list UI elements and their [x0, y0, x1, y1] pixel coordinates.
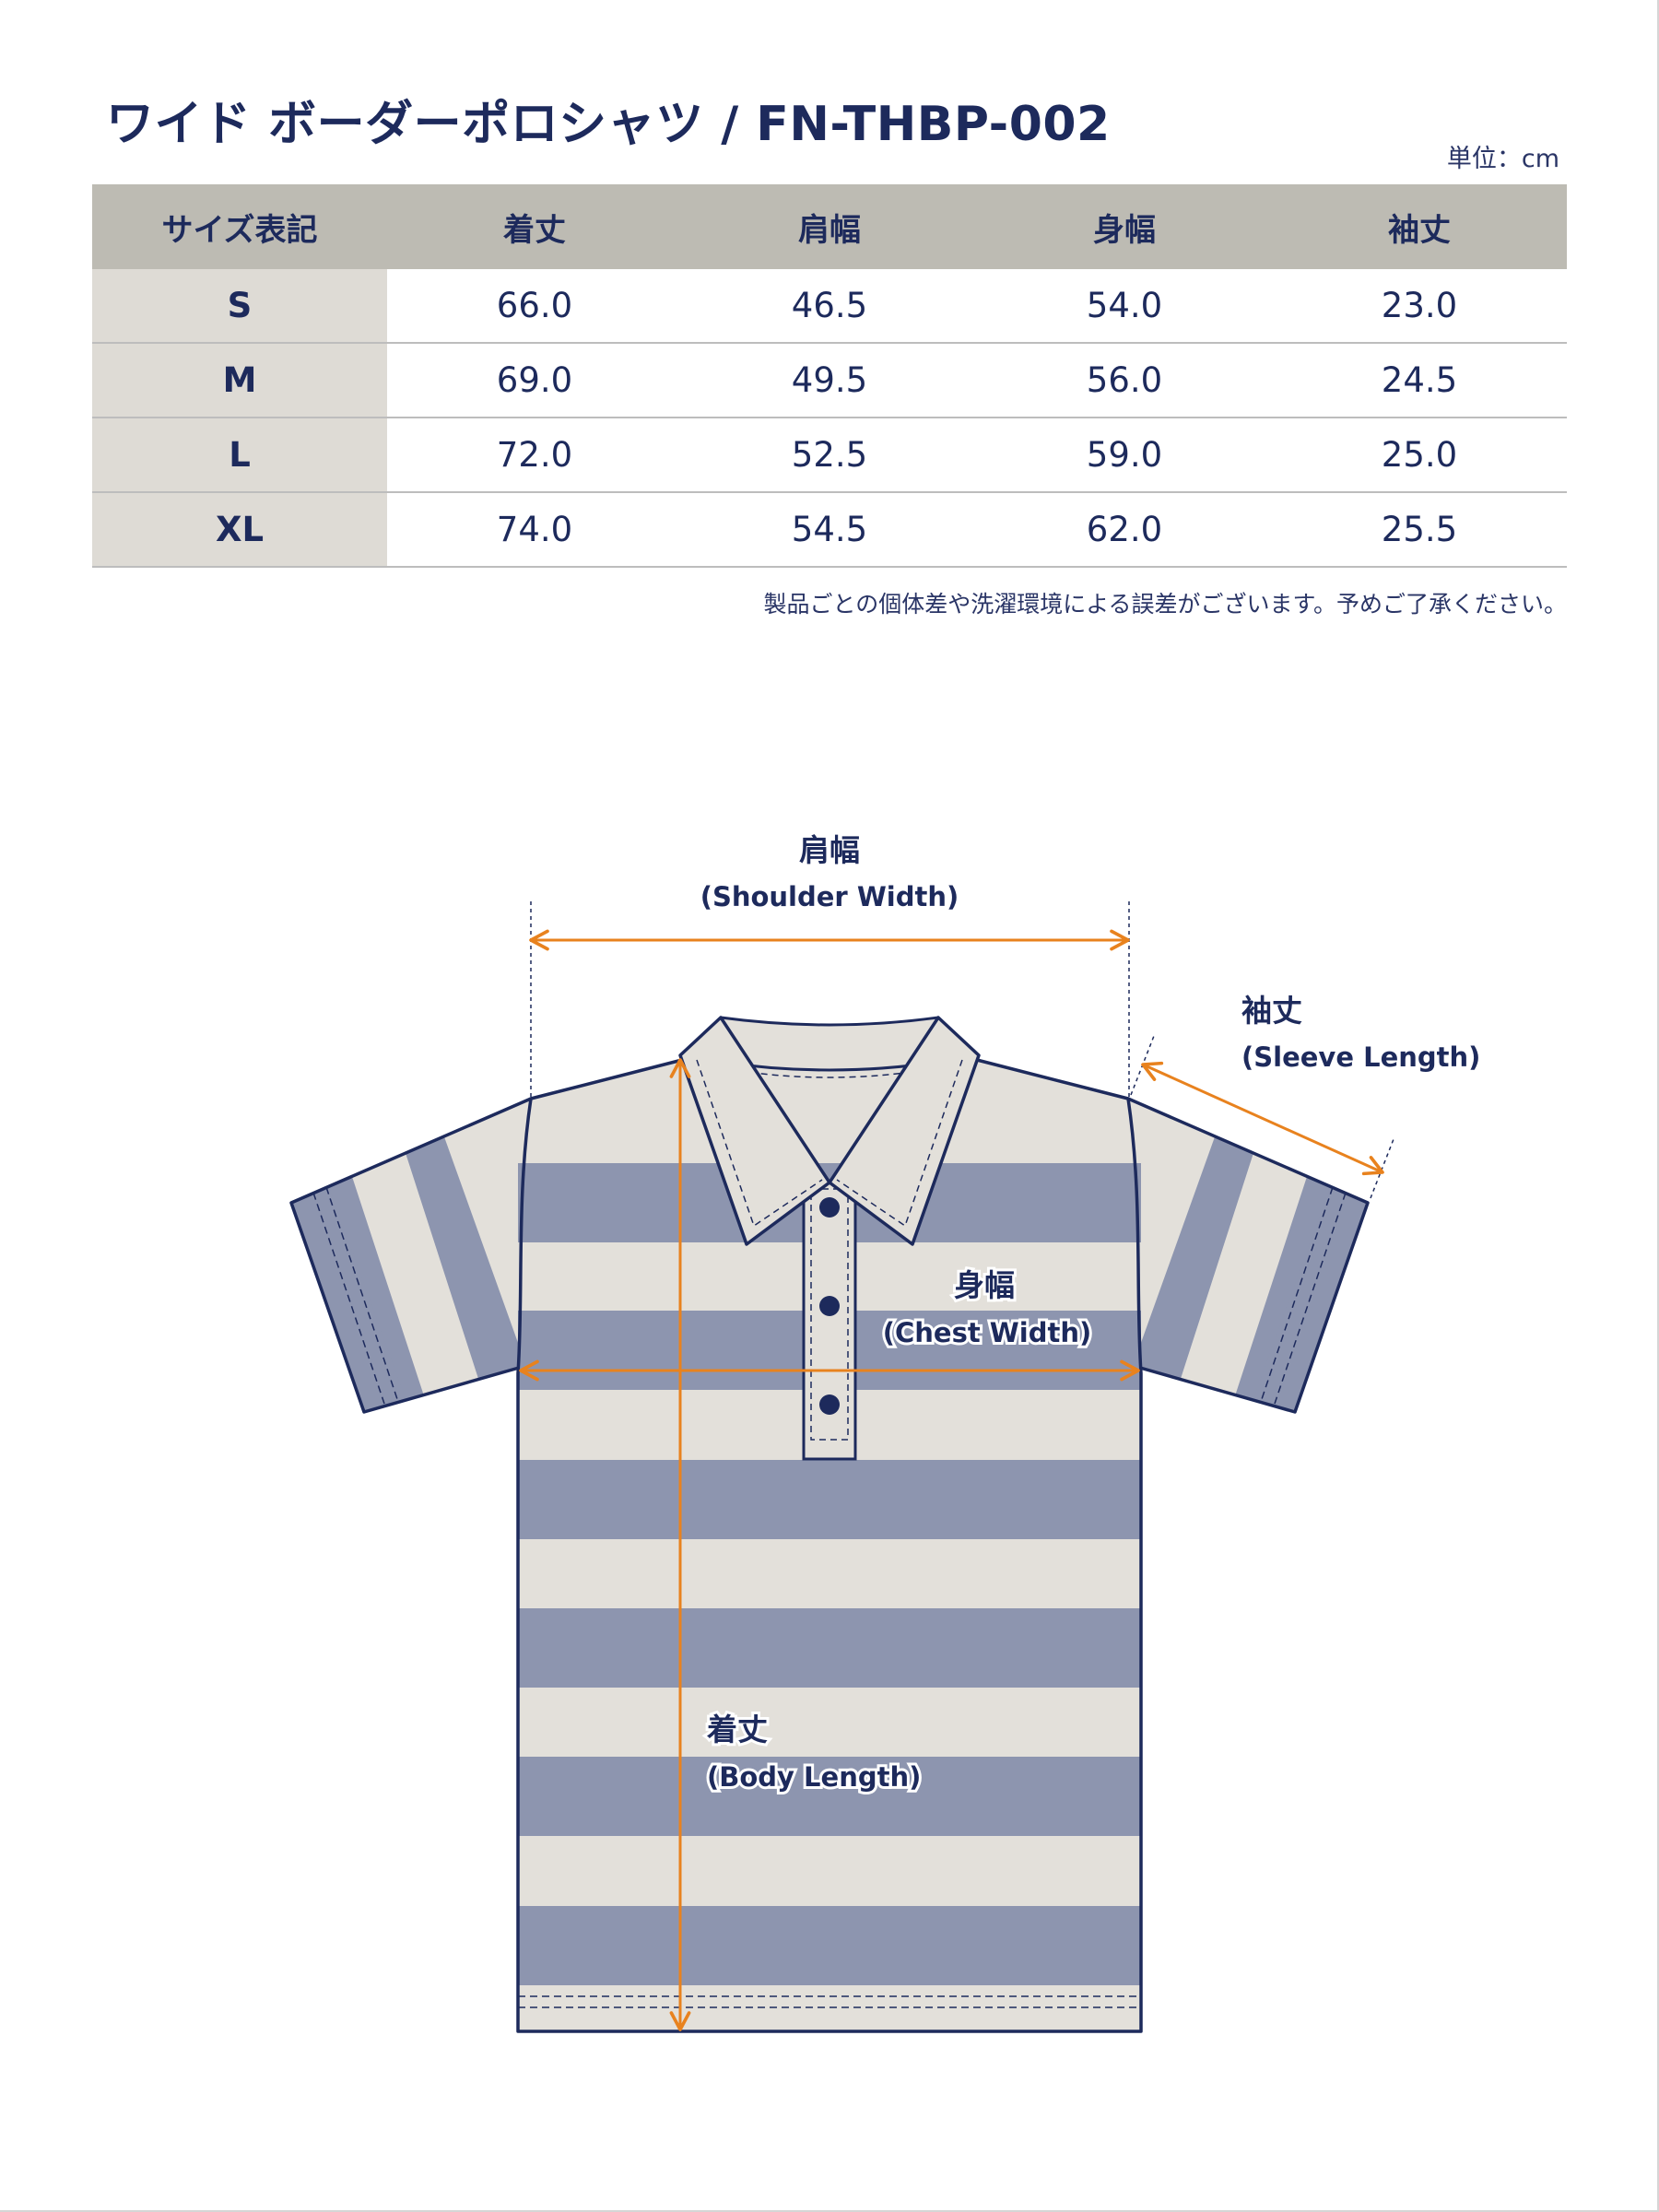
table-row: M 69.0 49.5 56.0 24.5 [92, 343, 1567, 418]
value-cell: 56.0 [977, 343, 1272, 418]
header-sleeve-length: 袖丈 [1272, 184, 1567, 269]
button-placket [802, 1181, 857, 1461]
unit-label: 単位：cm [1446, 145, 1559, 173]
value-cell: 74.0 [387, 492, 682, 568]
disclaimer-note: 製品ごとの個体差や洗濯環境による誤差がございます。予めご了承ください。 [763, 591, 1567, 618]
table-row: S 66.0 46.5 54.0 23.0 [92, 269, 1567, 344]
chest-label-en: (Chest Width) [883, 1317, 1092, 1348]
chest-label-jp: 身幅 [954, 1267, 1015, 1303]
left-sleeve [289, 1097, 534, 1414]
value-cell: 49.5 [682, 343, 977, 418]
table-row: L 72.0 52.5 59.0 25.0 [92, 418, 1567, 493]
button-icon [819, 1197, 840, 1218]
header-shoulder-width: 肩幅 [682, 184, 977, 269]
button-icon [819, 1394, 840, 1415]
page-edge-bottom [0, 2210, 1659, 2212]
value-cell: 46.5 [682, 269, 977, 344]
body-label-en: (Body Length) [707, 1761, 921, 1793]
body-label-jp: 着丈 [707, 1712, 768, 1747]
size-cell: S [92, 269, 387, 344]
value-cell: 25.5 [1272, 492, 1567, 568]
value-cell: 66.0 [387, 269, 682, 344]
shoulder-label-jp: 肩幅 [799, 832, 860, 868]
size-cell: L [92, 418, 387, 493]
value-cell: 23.0 [1272, 269, 1567, 344]
header-chest-width: 身幅 [977, 184, 1272, 269]
value-cell: 24.5 [1272, 343, 1567, 418]
sleeve-label-jp: 袖丈 [1241, 993, 1302, 1029]
button-icon [819, 1296, 840, 1316]
value-cell: 52.5 [682, 418, 977, 493]
table-header-row: サイズ表記 着丈 肩幅 身幅 袖丈 [92, 184, 1567, 269]
value-cell: 69.0 [387, 343, 682, 418]
page-edge-right [1657, 0, 1659, 2212]
value-cell: 62.0 [977, 492, 1272, 568]
value-cell: 54.0 [977, 269, 1272, 344]
value-cell: 25.0 [1272, 418, 1567, 493]
table-row: XL 74.0 54.5 62.0 25.5 [92, 492, 1567, 568]
header-size: サイズ表記 [92, 184, 387, 269]
shoulder-label-en: (Shoulder Width) [700, 881, 959, 912]
size-cell: M [92, 343, 387, 418]
size-cell: XL [92, 492, 387, 568]
value-cell: 72.0 [387, 418, 682, 493]
value-cell: 59.0 [977, 418, 1272, 493]
value-cell: 54.5 [682, 492, 977, 568]
header-body-length: 着丈 [387, 184, 682, 269]
sleeve-label-en: (Sleeve Length) [1241, 1041, 1480, 1073]
right-sleeve [1125, 1097, 1370, 1414]
size-table: サイズ表記 着丈 肩幅 身幅 袖丈 S 66.0 46.5 54.0 23.0 … [92, 184, 1567, 568]
collar [678, 1016, 981, 1246]
page-title: ワイド ボーダーポロシャツ / FN-THBP-002 [106, 97, 1111, 152]
sleeve-length-arrow [1141, 1061, 1384, 1176]
